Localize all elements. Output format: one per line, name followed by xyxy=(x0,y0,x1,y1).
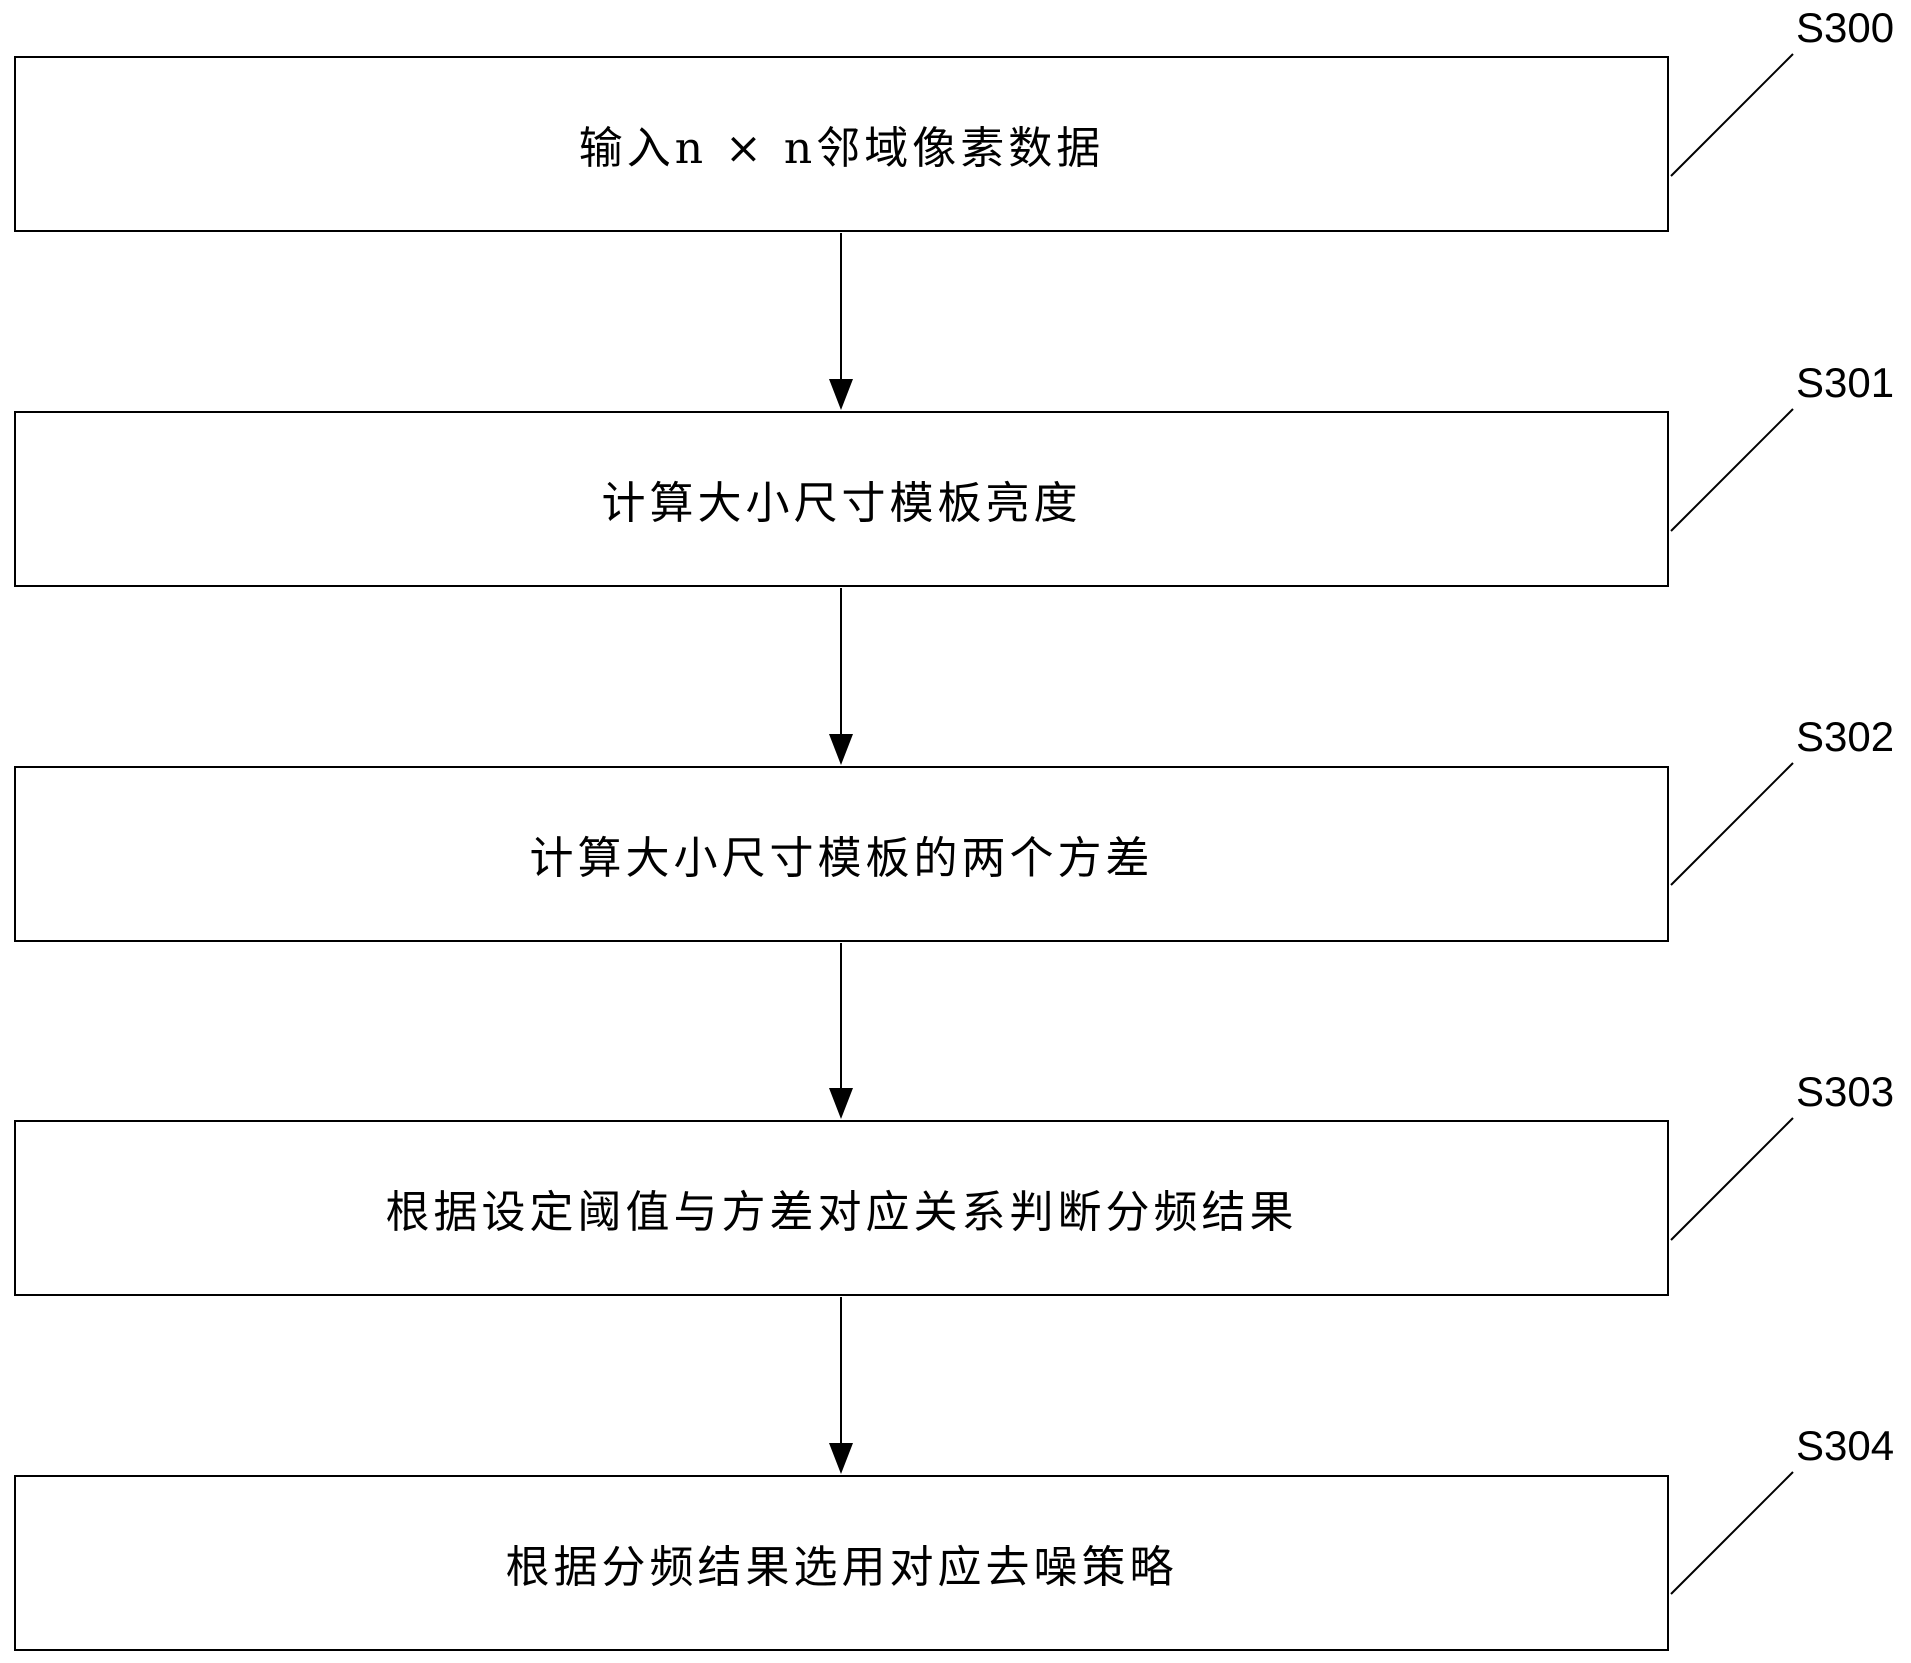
leader-line-s300 xyxy=(1670,53,1794,177)
leader-line-s301 xyxy=(1670,408,1794,532)
step-text-s302: 计算大小尺寸模板的两个方差 xyxy=(529,833,1154,884)
step-text-s300: 输入n × n邻域像素数据 xyxy=(578,123,1105,174)
step-box-s304: 根据分频结果选用对应去噪策略 xyxy=(14,1475,1669,1651)
arrow-s301-s302 xyxy=(829,588,853,765)
step-label-s304: S304 xyxy=(1796,1422,1895,1469)
step-box-s302: 计算大小尺寸模板的两个方差 xyxy=(14,766,1669,942)
arrow-s300-s301 xyxy=(829,233,853,410)
step-label-s300: S300 xyxy=(1796,4,1895,51)
leader-line-s302 xyxy=(1670,762,1794,886)
step-box-s301: 计算大小尺寸模板亮度 xyxy=(14,411,1669,587)
leader-line-s304 xyxy=(1670,1471,1794,1595)
step-box-s300: 输入n × n邻域像素数据 xyxy=(14,56,1669,232)
step-text-s301: 计算大小尺寸模板亮度 xyxy=(601,478,1082,529)
arrow-s302-s303 xyxy=(829,943,853,1119)
step-box-s303: 根据设定阈值与方差对应关系判断分频结果 xyxy=(14,1120,1669,1296)
leader-line-s303 xyxy=(1670,1117,1794,1241)
step-text-s304: 根据分频结果选用对应去噪策略 xyxy=(505,1542,1178,1593)
step-text-s303: 根据设定阈值与方差对应关系判断分频结果 xyxy=(385,1187,1298,1238)
arrow-s303-s304 xyxy=(829,1297,853,1474)
step-label-s303: S303 xyxy=(1796,1068,1895,1115)
step-label-s302: S302 xyxy=(1796,713,1895,760)
step-label-s301: S301 xyxy=(1796,359,1895,406)
